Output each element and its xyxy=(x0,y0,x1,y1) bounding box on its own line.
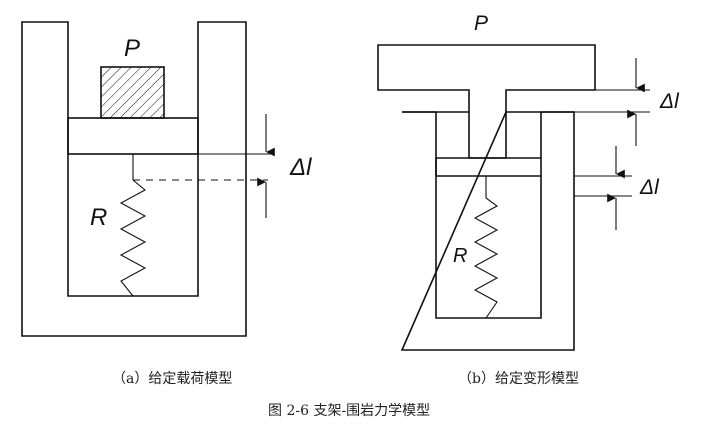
delta-label-top-b: Δl xyxy=(659,90,680,113)
load-label-a: P xyxy=(124,35,140,62)
plate-b xyxy=(436,157,541,177)
spring-a xyxy=(119,154,147,297)
cavity-b xyxy=(435,112,542,319)
spring-label-a: R xyxy=(90,204,107,231)
caption-a: （a）给定载荷模型 xyxy=(112,371,233,387)
spring-b xyxy=(473,176,499,319)
diagram-b: P R Δl Δl xyxy=(377,12,680,351)
delta-label-a: Δl xyxy=(289,154,312,181)
figure-caption: 图 2-6 支架-围岩力学模型 xyxy=(268,403,431,419)
spring-label-b: R xyxy=(453,245,467,267)
roof-plate-a xyxy=(67,117,199,155)
t-piston-b xyxy=(377,44,596,159)
delta-label-bottom-b: Δl xyxy=(639,176,660,199)
diagram-a: P R Δl xyxy=(21,21,312,337)
load-block-a xyxy=(100,66,165,119)
frame-a xyxy=(21,21,247,337)
load-label-b: P xyxy=(474,12,488,35)
caption-b: （b）给定变形模型 xyxy=(458,371,579,387)
